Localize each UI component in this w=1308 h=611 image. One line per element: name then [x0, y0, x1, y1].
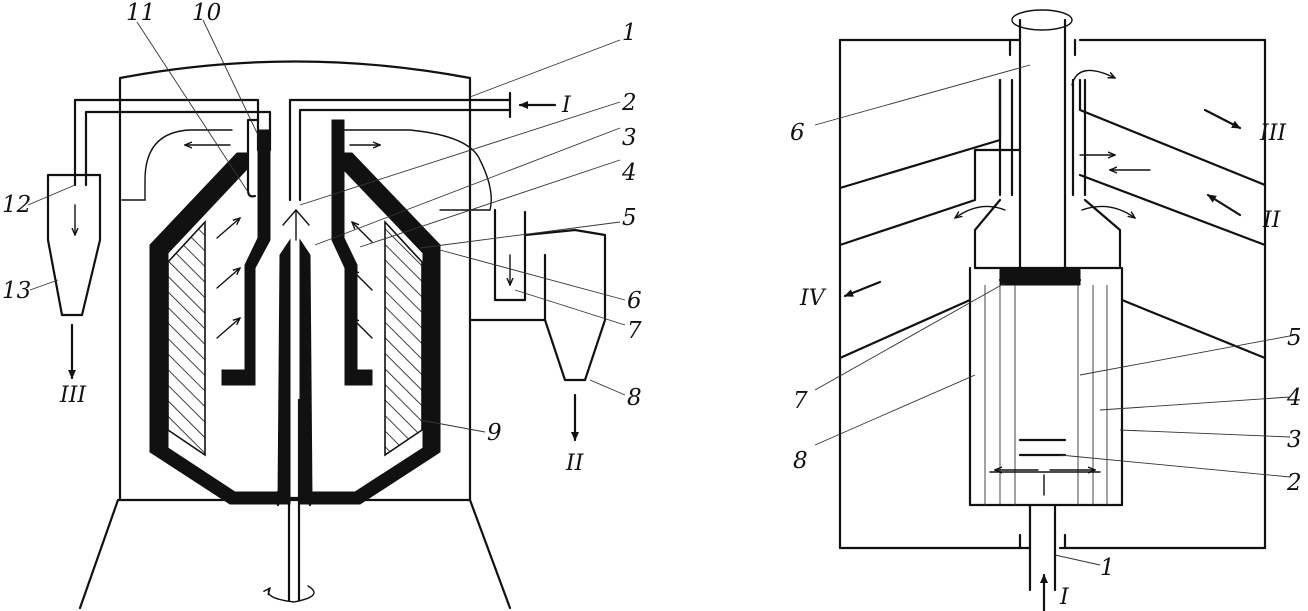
label-r4: 4 [1286, 385, 1302, 411]
label-3: 3 [622, 125, 637, 151]
filter-pack-left [167, 219, 206, 457]
central-shaft [1018, 18, 1067, 282]
bowl-wall-left [149, 152, 291, 505]
label-4: 4 [621, 160, 637, 186]
label-r5: 5 [1287, 325, 1302, 351]
feed-pipe-inner [298, 108, 512, 202]
sleeve [998, 78, 1087, 197]
label-8: 8 [627, 385, 642, 411]
side-walls [838, 38, 1267, 550]
cyclone-right [523, 228, 607, 382]
label-r3: 3 [1287, 427, 1302, 453]
distributor-plate [1018, 438, 1067, 457]
leader-lines-right [814, 64, 1296, 566]
outlet-arrow-IV [843, 280, 882, 298]
rotor-body [968, 266, 1124, 507]
core-right [331, 119, 373, 386]
filter-pack-right [384, 219, 423, 457]
housing [118, 60, 472, 502]
label-r6: 6 [790, 120, 805, 146]
rotor-liners [984, 285, 1108, 505]
inner-wall-left [121, 129, 233, 201]
shaft-bearing [270, 490, 318, 507]
label-r1: 1 [1100, 555, 1115, 581]
rotor-cap [973, 198, 1122, 270]
label-1: 1 [622, 20, 637, 46]
cyclone-left [46, 173, 102, 317]
feed-pipe-outer [288, 98, 512, 202]
shaft [287, 398, 301, 602]
pipe-10 [246, 118, 260, 198]
stream-I-left: I [561, 93, 572, 118]
label-6: 6 [627, 288, 642, 314]
outlet-arrow-III-right [1203, 108, 1242, 130]
outlet-pipe-left-inner [84, 110, 272, 187]
inner-wall-right [344, 129, 492, 211]
label-7: 7 [627, 318, 642, 344]
label-9: 9 [487, 420, 502, 446]
label-r2: 2 [1286, 470, 1302, 496]
rotation-arrow [268, 585, 315, 603]
label-r8: 8 [793, 448, 808, 474]
leader-lines-left [27, 19, 626, 433]
label-10: 10 [192, 0, 221, 26]
stream-IV-right: IV [799, 286, 827, 311]
core-center-right [299, 238, 313, 501]
base [78, 498, 512, 610]
inlet-arrow-II-right [1206, 193, 1242, 217]
core-left [221, 129, 271, 386]
outlet-duct-right [493, 208, 527, 302]
stream-II-right: II [1262, 208, 1282, 233]
right-separator-figure: 6 7 8 5 4 3 2 1 I II III IV [790, 9, 1302, 611]
stream-I-right: I [1059, 585, 1070, 610]
label-12: 12 [2, 192, 31, 218]
stream-III-left: III [59, 383, 87, 408]
stream-II-left: II [565, 451, 585, 476]
label-r7: 7 [793, 388, 808, 414]
label-11: 11 [126, 0, 155, 26]
outlet-pipe-left-outer [73, 98, 260, 187]
distributor [282, 208, 310, 241]
left-separator-figure: 1 2 3 4 5 6 7 8 9 10 11 12 13 I II III [2, 0, 642, 610]
label-2: 2 [621, 90, 637, 116]
label-13: 13 [2, 278, 31, 304]
feed-pipe-bottom [1028, 503, 1057, 592]
label-5: 5 [622, 205, 637, 231]
stream-III-right: III [1259, 121, 1287, 146]
